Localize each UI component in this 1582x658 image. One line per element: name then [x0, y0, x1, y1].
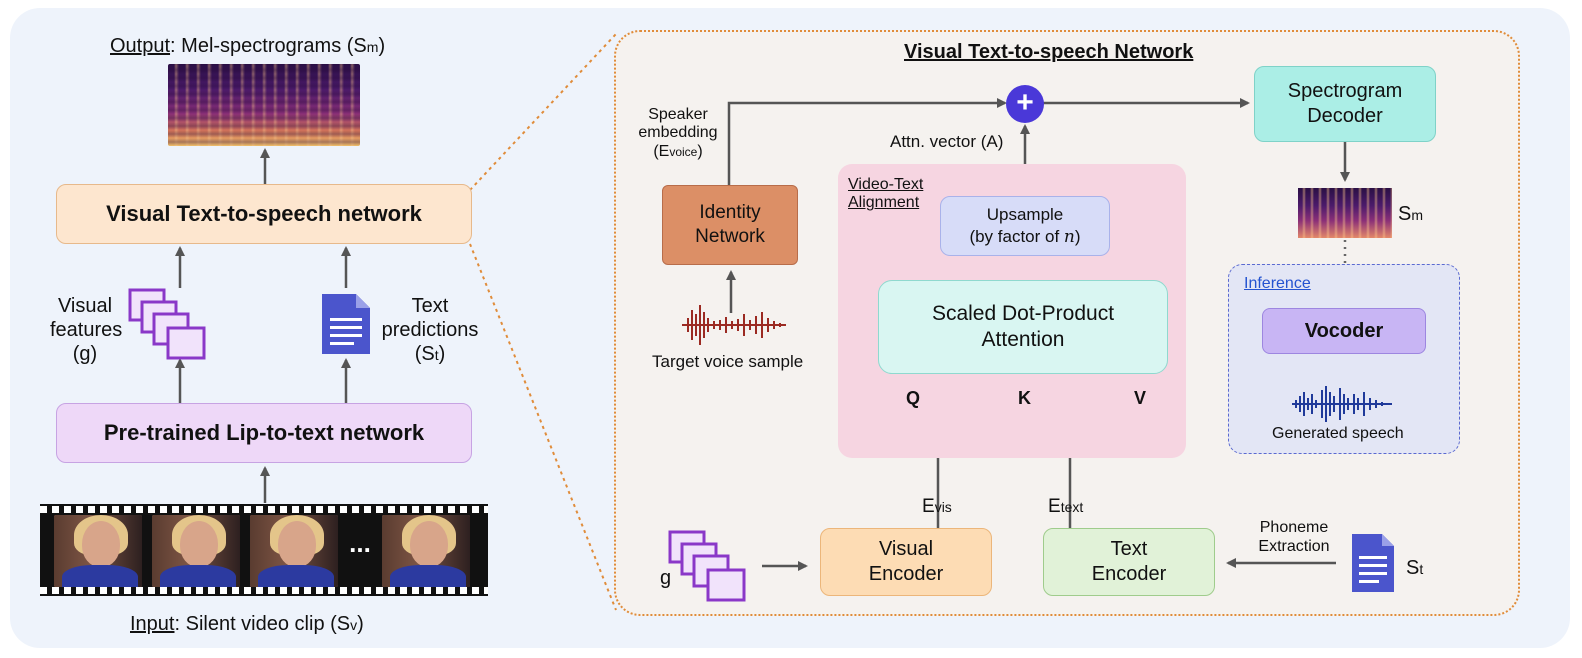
q-label: Q	[906, 388, 921, 408]
evis-label: Evis	[922, 496, 952, 517]
output-spectrogram-image	[168, 64, 360, 146]
feature-stack-icon	[128, 288, 206, 360]
v-label: V	[1134, 388, 1147, 408]
etext-label: Etext	[1048, 496, 1084, 517]
output-caption: Output: Mel-spectrograms (Sm)	[110, 35, 386, 57]
vtts-network-box: Visual Text-to-speech network	[56, 184, 472, 244]
zoom-line-top	[469, 33, 617, 191]
vocoder-box: Vocoder	[1262, 308, 1426, 354]
panel-title: Visual Text-to-speech Network	[904, 41, 1194, 63]
video-frame	[382, 515, 470, 587]
plus-icon: +	[1006, 85, 1044, 123]
st-label: St	[1406, 557, 1424, 579]
inference-region	[1228, 264, 1460, 454]
lip-to-text-network-box: Pre-trained Lip-to-text network	[56, 403, 472, 463]
st-document-icon	[1352, 534, 1394, 592]
k-label: K	[1018, 388, 1031, 408]
generated-speech-label: Generated speech	[1272, 425, 1404, 442]
predicted-spectrogram-image	[1298, 188, 1392, 238]
inference-label: Inference	[1244, 275, 1311, 292]
video-frame	[250, 515, 338, 587]
arrow-identity-to-plus	[727, 98, 1007, 185]
waveform-icon	[682, 305, 786, 345]
video-frame	[54, 515, 142, 587]
speaker-embedding-label: Speaker embedding (Evoice)	[638, 106, 718, 160]
g-label: g	[660, 567, 672, 589]
g-feature-stack-icon	[668, 530, 746, 602]
attn-vector-label: Attn. vector (A)	[890, 132, 1004, 151]
frames-ellipsis: ...	[349, 528, 371, 558]
document-icon	[322, 294, 370, 354]
input-caption: Input: Silent video clip (Sv)	[130, 613, 364, 635]
generated-waveform-icon	[1292, 386, 1392, 422]
upsample-box: Upsample (by factor of n)	[940, 196, 1110, 256]
video-frame	[152, 515, 240, 587]
target-voice-label: Target voice sample	[652, 352, 804, 371]
sm-label: Sm	[1398, 203, 1424, 225]
text-predictions-label: Text predictions (St)	[381, 295, 479, 365]
zoom-line-bottom	[469, 243, 617, 611]
